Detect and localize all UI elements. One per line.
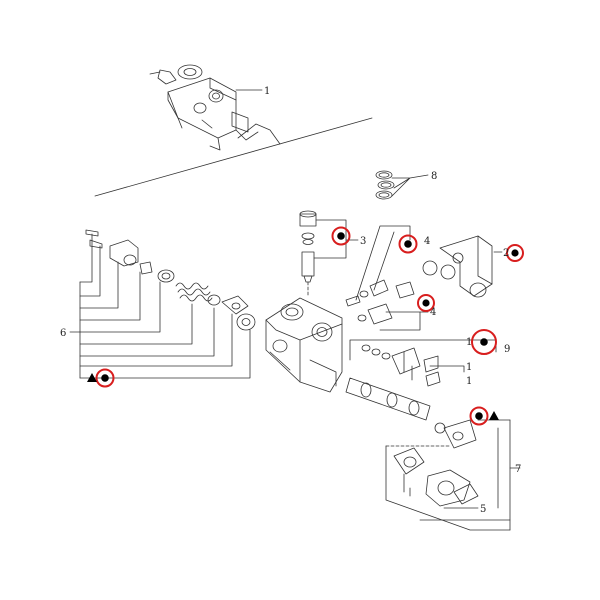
- part-8-seals: [375, 170, 395, 200]
- part-6-components: [85, 229, 256, 331]
- callout-1-top: 1: [264, 86, 270, 97]
- callout-6: 6: [60, 328, 66, 339]
- callout-1-mid-c: 1: [466, 376, 472, 387]
- leader-3: [313, 219, 359, 259]
- part-2-marker: [506, 244, 524, 262]
- callout-1-mid-a: 1: [466, 337, 472, 348]
- triangle-icon: [489, 411, 499, 420]
- callout-8: 8: [431, 171, 437, 182]
- leader-8: [391, 174, 429, 197]
- part-7-marker: [469, 406, 499, 426]
- callout-2: 2: [503, 248, 509, 259]
- assembled-valve-drawing: [149, 64, 259, 151]
- part-4-lower-components: [357, 303, 393, 325]
- part-7-components: [393, 419, 479, 507]
- part-6-leaders: [69, 233, 251, 379]
- callout-5: 5: [480, 504, 486, 515]
- part-4-upper-marker: [398, 234, 418, 254]
- valve-body: [265, 297, 343, 393]
- spool-component: [345, 377, 431, 421]
- part-4-upper-components: [345, 279, 415, 307]
- triangle-icon: [87, 373, 97, 382]
- callout-4-upper: 4: [424, 236, 430, 247]
- part-7-leaders: [385, 419, 521, 531]
- part-6-marker: [87, 368, 115, 388]
- leader-4-lower: [379, 311, 429, 331]
- separator-bracket: [237, 123, 281, 145]
- callout-4-lower: 4: [430, 307, 436, 318]
- part-9-marker: [471, 329, 497, 355]
- part-3-marker: [331, 226, 351, 246]
- part-9-components: [361, 344, 441, 387]
- part-3-components: [299, 210, 317, 297]
- part-2-components: [422, 235, 493, 298]
- callout-3: 3: [360, 236, 366, 247]
- leader-1-mid: [411, 365, 465, 381]
- callout-9: 9: [504, 344, 510, 355]
- callout-1-mid-b: 1: [466, 362, 472, 373]
- callout-7: 7: [515, 464, 521, 475]
- part-4-lower-marker: [417, 294, 435, 312]
- separator-line: [94, 117, 373, 197]
